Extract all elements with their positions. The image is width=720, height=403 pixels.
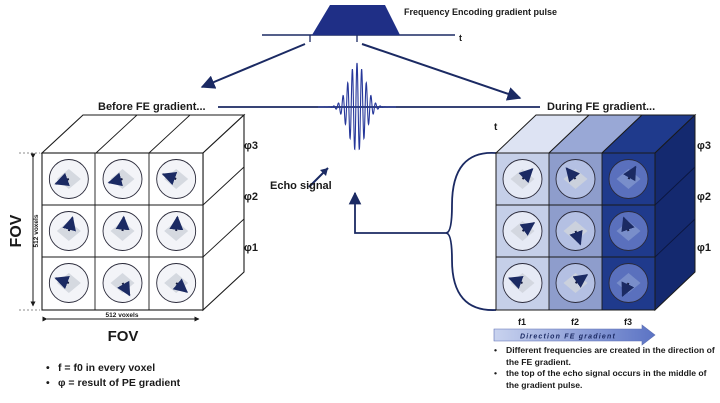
left-phase-3: φ3 (244, 140, 258, 152)
voxel-cell (156, 211, 197, 251)
during-title: During FE gradient... (547, 101, 655, 113)
spin-vector (115, 215, 130, 232)
left-cube-edges (95, 114, 245, 258)
spin-vector (169, 215, 184, 232)
gradient-pulse (262, 5, 455, 42)
fov-horizontal-label: FOV (108, 328, 139, 345)
fov-vertical-label: FOV (8, 214, 25, 247)
right-cube-front (495, 152, 656, 311)
spin-vector (569, 229, 583, 246)
left-cube-grid (42, 153, 203, 310)
voxel-cell (555, 211, 596, 251)
before-notes: f = f0 in every voxel φ = result of PE g… (46, 361, 180, 391)
spin-vector (117, 280, 131, 297)
echo-pointer-head (320, 168, 328, 176)
left-phase-1: φ1 (244, 242, 258, 254)
right-side-edges (654, 166, 696, 258)
spin-vector (508, 275, 524, 290)
spin-vector (172, 278, 188, 293)
direction-label: Direction FE gradient (520, 334, 616, 341)
voxel-cell (502, 211, 543, 251)
spin-vector (62, 216, 76, 232)
right-cube-grid (496, 153, 655, 310)
voxel-cell (156, 263, 197, 303)
right-phase-3: φ3 (697, 140, 711, 152)
voxel-cell (555, 159, 596, 199)
freq-f1: f1 (518, 317, 526, 327)
freq-f3: f3 (624, 317, 632, 327)
pulse-trapezoid (312, 5, 400, 35)
before-title: Before FE gradient... (98, 101, 206, 113)
spin-vector (623, 165, 637, 182)
arrow-to-during (361, 43, 522, 101)
right-phase-1: φ1 (697, 242, 711, 254)
voxel-cell (102, 263, 143, 303)
left-cube (40, 113, 246, 312)
echo-signal-wave (318, 62, 396, 151)
during-notes: Different frequencies are created in the… (494, 345, 716, 391)
during-note: the top of the echo signal occurs in the… (494, 368, 716, 391)
voxel-cell (502, 159, 543, 199)
pulse-label: Frequency Encoding gradient pulse (404, 7, 557, 17)
spin-vector (565, 167, 580, 183)
voxel-cell (502, 263, 543, 303)
right-brace (445, 152, 497, 311)
voxels-horizontal-label: 512 voxels (106, 312, 139, 319)
right-phase-2: φ2 (697, 191, 711, 203)
echo-connector (348, 191, 446, 234)
spin-vector (107, 172, 123, 187)
spin-vector (161, 171, 178, 186)
arrow-to-before (200, 43, 306, 89)
voxel-cell (48, 159, 89, 199)
during-note: Different frequencies are created in the… (494, 345, 716, 368)
spin-vector (54, 172, 70, 187)
spin-vector (54, 275, 70, 290)
voxel-cell (555, 263, 596, 303)
right-voxels (502, 159, 649, 303)
echo-label: Echo signal (270, 180, 332, 192)
spin-vector (519, 222, 536, 236)
spin-vector (572, 274, 589, 288)
voxel-cell (48, 211, 89, 251)
voxel-cell (102, 211, 143, 251)
left-phase-2: φ2 (244, 191, 258, 203)
before-note: φ = result of PE gradient (46, 376, 180, 391)
voxels-vertical-label: 512 voxels (33, 214, 40, 247)
before-note: f = f0 in every voxel (46, 361, 180, 376)
freq-f2: f2 (571, 317, 579, 327)
spin-vector (621, 281, 635, 297)
voxel-cell (608, 211, 649, 251)
voxel-cell (102, 159, 143, 199)
spin-vector (518, 168, 534, 183)
direction-arrow (493, 324, 656, 346)
pulse-axis-label: t (459, 33, 462, 43)
left-voxels (48, 159, 197, 303)
voxel-cell (156, 159, 197, 199)
right-axis-label: t (494, 122, 498, 133)
voxel-cell (608, 159, 649, 199)
right-cube: t (494, 113, 697, 312)
spin-vector (621, 216, 635, 233)
voxel-cell (48, 263, 89, 303)
voxel-cell (608, 263, 649, 303)
